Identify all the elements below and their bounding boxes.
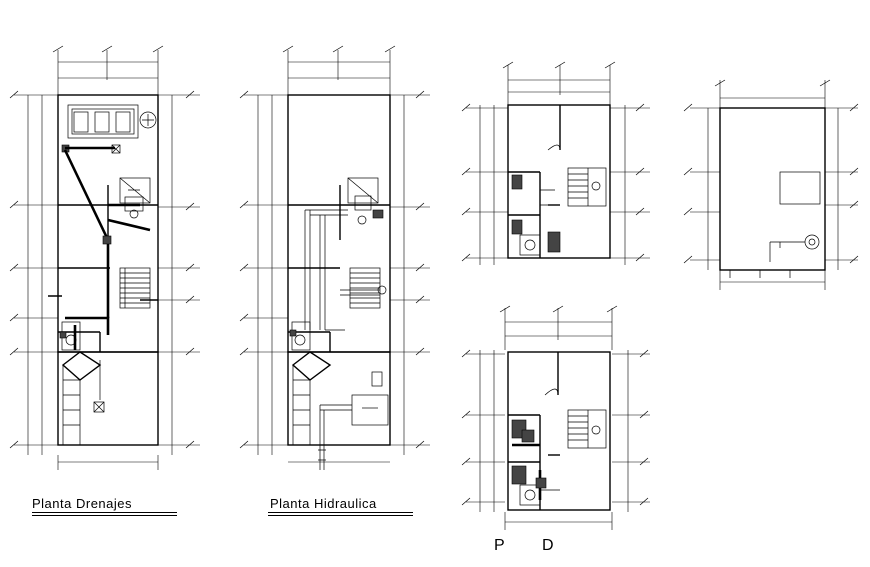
title-underline-hidraulica xyxy=(268,512,413,513)
plan-upper-floor xyxy=(461,61,650,265)
label-p: P xyxy=(494,537,505,554)
title-underline-drenajes xyxy=(32,512,177,513)
title-planta-drenajes: Planta Drenajes xyxy=(32,496,132,511)
title-planta-hidraulica: Planta Hidraulica xyxy=(270,496,377,511)
title-underline-drenajes-2 xyxy=(32,515,177,516)
label-d: D xyxy=(542,537,554,554)
title-underline-hidraulica-2 xyxy=(268,515,413,516)
plan-roof xyxy=(683,79,859,290)
plan-hidraulica xyxy=(239,45,430,470)
plan-drenajes xyxy=(9,45,200,470)
plan-ground-detail xyxy=(461,305,650,530)
